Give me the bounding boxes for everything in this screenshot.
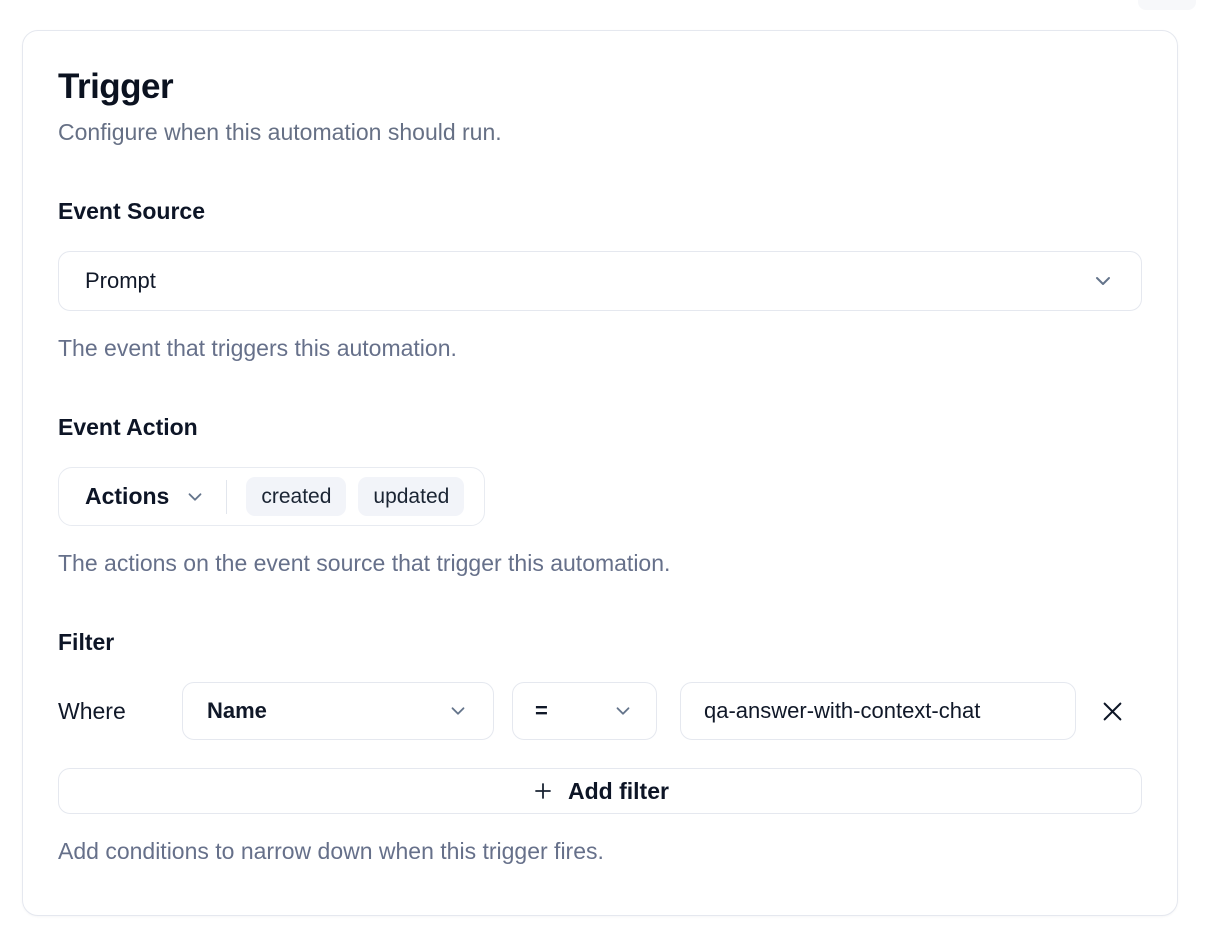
chevron-down-icon bbox=[1091, 269, 1115, 293]
trigger-card: Trigger Configure when this automation s… bbox=[22, 30, 1178, 916]
plus-icon bbox=[531, 779, 555, 803]
event-action-dropdown-label: Actions bbox=[85, 483, 170, 509]
filter-row: Where Name = bbox=[58, 682, 1142, 740]
chevron-down-icon bbox=[184, 486, 206, 508]
filter-field-value: Name bbox=[207, 698, 267, 723]
event-source-select[interactable]: Prompt bbox=[58, 251, 1142, 311]
add-filter-button[interactable]: Add filter bbox=[58, 768, 1142, 814]
remove-filter-button[interactable] bbox=[1095, 694, 1129, 728]
page-subtitle: Configure when this automation should ru… bbox=[58, 119, 502, 145]
event-action-dropdown[interactable]: Actions bbox=[85, 483, 206, 510]
action-badge-updated: updated bbox=[358, 477, 465, 516]
event-source-section: Event Source Prompt The event that trigg… bbox=[58, 198, 1142, 362]
divider bbox=[226, 479, 228, 514]
add-filter-label: Add filter bbox=[568, 777, 669, 804]
cutoff-element bbox=[1138, 0, 1196, 10]
page-title: Trigger bbox=[58, 67, 174, 106]
event-source-help: The event that triggers this automation. bbox=[58, 335, 457, 361]
event-action-section: Event Action Actions created updated The… bbox=[58, 414, 1142, 577]
x-icon bbox=[1099, 698, 1126, 725]
chevron-down-icon bbox=[612, 700, 634, 722]
filter-help: Add conditions to narrow down when this … bbox=[58, 838, 604, 864]
filter-label: Filter bbox=[58, 629, 115, 655]
action-badge-created: created bbox=[246, 477, 347, 516]
event-action-label: Event Action bbox=[58, 414, 198, 440]
chevron-down-icon bbox=[447, 700, 469, 722]
filter-operator-value: = bbox=[535, 698, 548, 723]
filter-value-input[interactable] bbox=[680, 682, 1076, 740]
filter-where-label: Where bbox=[58, 697, 126, 724]
filter-operator-select[interactable]: = bbox=[512, 682, 657, 740]
event-source-value: Prompt bbox=[85, 268, 156, 293]
filter-section: Filter Where Name = bbox=[58, 629, 1142, 865]
event-source-label: Event Source bbox=[58, 198, 205, 224]
event-action-control: Actions created updated bbox=[58, 467, 486, 526]
filter-field-select[interactable]: Name bbox=[182, 682, 494, 740]
event-action-help: The actions on the event source that tri… bbox=[58, 550, 671, 576]
